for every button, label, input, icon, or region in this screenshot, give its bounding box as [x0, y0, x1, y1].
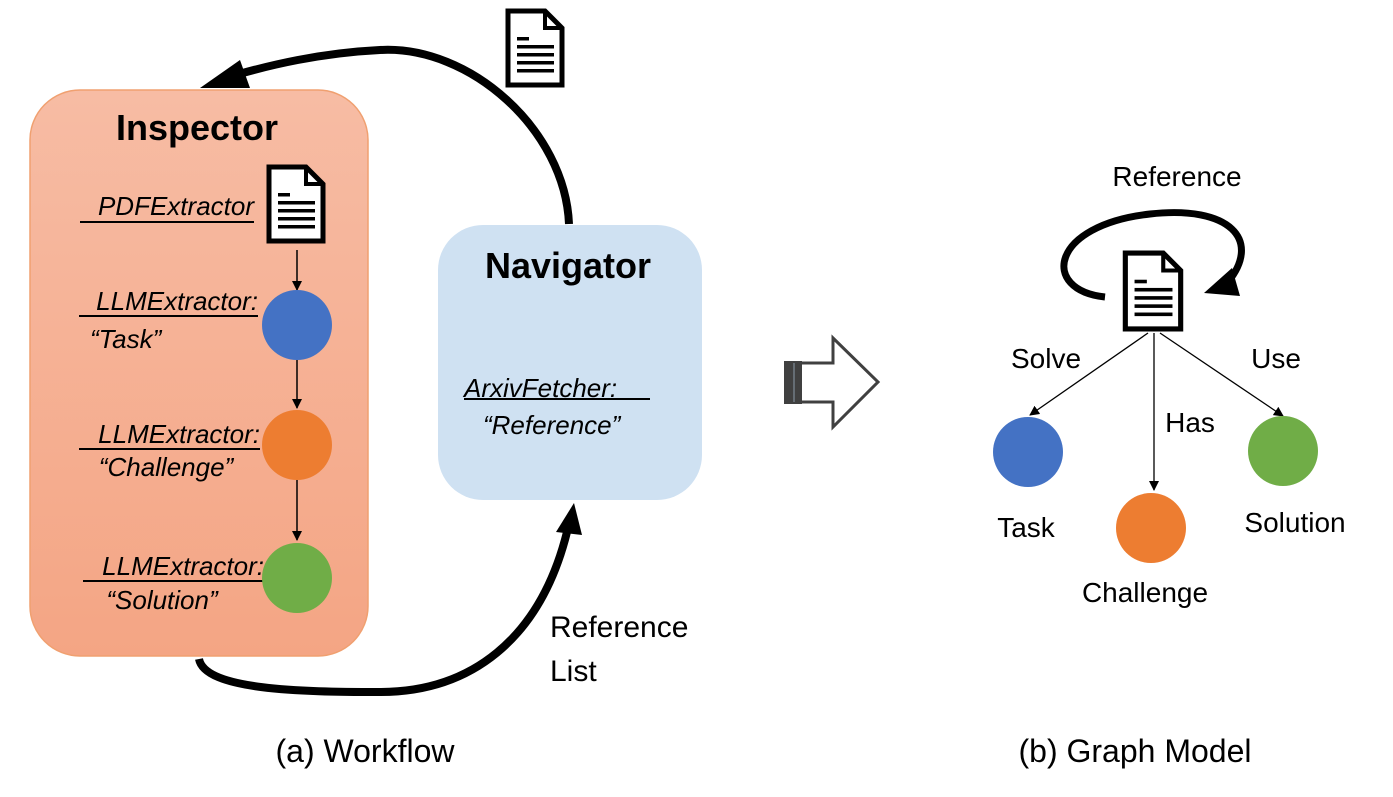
use-edge-label: Use: [1251, 343, 1301, 374]
reference-self-loop: [1060, 209, 1245, 301]
challenge-node: [262, 410, 332, 480]
inspector-box[interactable]: Inspector PDFExtractor LLMExtractor: “Ta…: [29, 89, 369, 657]
document-icon: [269, 167, 323, 241]
llm-extractor-challenge-label: LLMExtractor:: [98, 419, 260, 449]
navigator-title: Navigator: [485, 245, 651, 286]
edge-use: [1159, 332, 1284, 417]
solve-edge-label: Solve: [1011, 343, 1081, 374]
inspector-title: Inspector: [116, 107, 278, 148]
reference-edge-label: Reference: [1112, 161, 1241, 192]
challenge-node-label: Challenge: [1082, 577, 1208, 608]
reference-list-arrow-path: [195, 531, 571, 697]
document-icon: [1125, 253, 1180, 329]
solution-node[interactable]: [1248, 416, 1318, 486]
navigator-box[interactable]: Navigator ArxivFetcher: “Reference”: [438, 225, 702, 500]
reference-list-arrow: [195, 503, 582, 697]
llm-extractor-solution-arg: “Solution”: [106, 585, 219, 615]
graph-model-caption: (b) Graph Model: [1019, 733, 1252, 769]
return-arrowhead: [200, 60, 250, 88]
llm-extractor-challenge-arg: “Challenge”: [99, 452, 235, 482]
arxiv-fetcher-arg: “Reference”: [483, 410, 622, 440]
challenge-node[interactable]: [1116, 493, 1186, 563]
solution-node: [262, 543, 332, 613]
navigator-box-bg: [438, 225, 702, 500]
llm-extractor-solution-label: LLMExtractor:: [102, 551, 264, 581]
reference-list-label-line1: Reference: [550, 611, 688, 644]
workflow-panel: Inspector PDFExtractor LLMExtractor: “Ta…: [29, 11, 702, 769]
reference-list-arrowhead: [556, 503, 582, 535]
task-node-label: Task: [997, 512, 1056, 543]
self-loop-arrowhead: [1204, 268, 1240, 296]
task-node: [262, 290, 332, 360]
return-arrow-path: [230, 45, 573, 225]
reference-list-label-line2: List: [550, 655, 597, 688]
graph-model-panel: Reference Solve Has Use Task Challenge S…: [993, 161, 1346, 769]
document-icon: [508, 11, 562, 85]
pdf-extractor-label: PDFExtractor: [98, 191, 255, 221]
task-node[interactable]: [993, 417, 1063, 487]
llm-extractor-task-arg: “Task”: [90, 324, 163, 354]
edge-solve: [1029, 332, 1149, 416]
solution-node-label: Solution: [1244, 507, 1345, 538]
llm-extractor-task-label: LLMExtractor:: [96, 286, 258, 316]
return-arrow: [200, 45, 573, 225]
block-right-arrow-icon: [784, 334, 881, 431]
has-edge-label: Has: [1165, 407, 1215, 438]
self-loop-path: [1060, 209, 1245, 301]
workflow-caption: (a) Workflow: [276, 733, 456, 769]
